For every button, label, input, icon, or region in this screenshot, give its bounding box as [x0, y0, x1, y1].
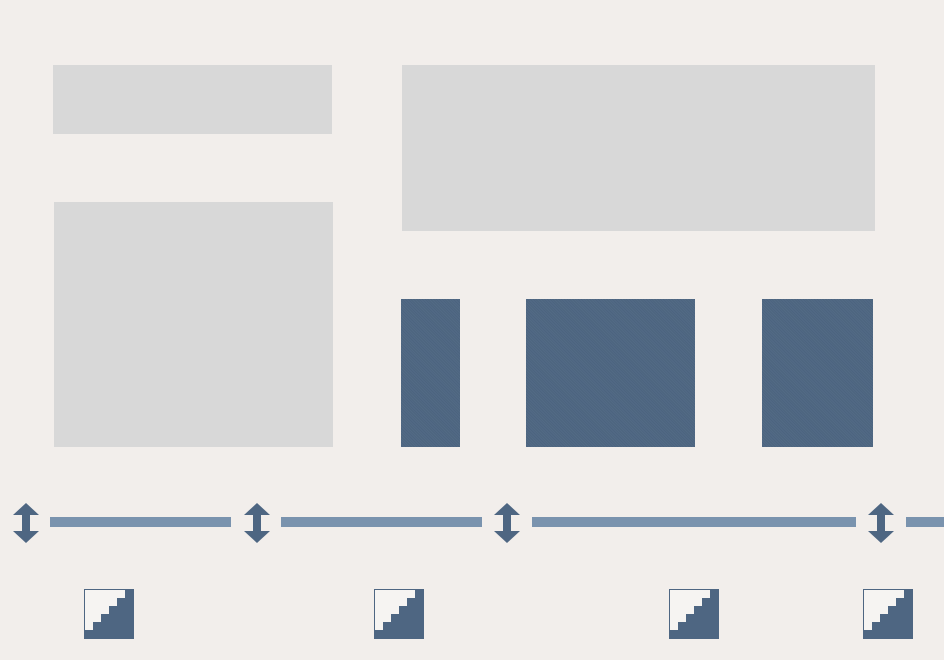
staircase-icon: [670, 590, 718, 638]
double-arrow-icon: [244, 503, 270, 543]
double-arrow-icon: [494, 503, 520, 543]
stair-thumbnail-4[interactable]: [863, 589, 913, 639]
gray-panel-left-large: [54, 202, 333, 447]
blue-block-1: [401, 299, 460, 447]
staircase-icon: [375, 590, 423, 638]
slider-bar-1[interactable]: [50, 517, 231, 527]
double-arrow-icon: [13, 503, 39, 543]
blue-block-3: [762, 299, 873, 447]
blue-block-2: [526, 299, 695, 447]
resize-vertical-icon[interactable]: [494, 503, 520, 543]
slider-bar-3[interactable]: [532, 517, 856, 527]
resize-vertical-icon[interactable]: [868, 503, 894, 543]
resize-vertical-icon[interactable]: [244, 503, 270, 543]
staircase-icon: [864, 590, 912, 638]
staircase-icon: [85, 590, 133, 638]
slider-bar-2[interactable]: [281, 517, 482, 527]
stair-thumbnail-2[interactable]: [374, 589, 424, 639]
stair-thumbnail-1[interactable]: [84, 589, 134, 639]
double-arrow-icon: [868, 503, 894, 543]
slider-bar-4[interactable]: [906, 517, 944, 527]
gray-panel-top-left: [53, 65, 332, 134]
stair-thumbnail-3[interactable]: [669, 589, 719, 639]
gray-panel-top-right: [402, 65, 875, 231]
resize-vertical-icon[interactable]: [13, 503, 39, 543]
